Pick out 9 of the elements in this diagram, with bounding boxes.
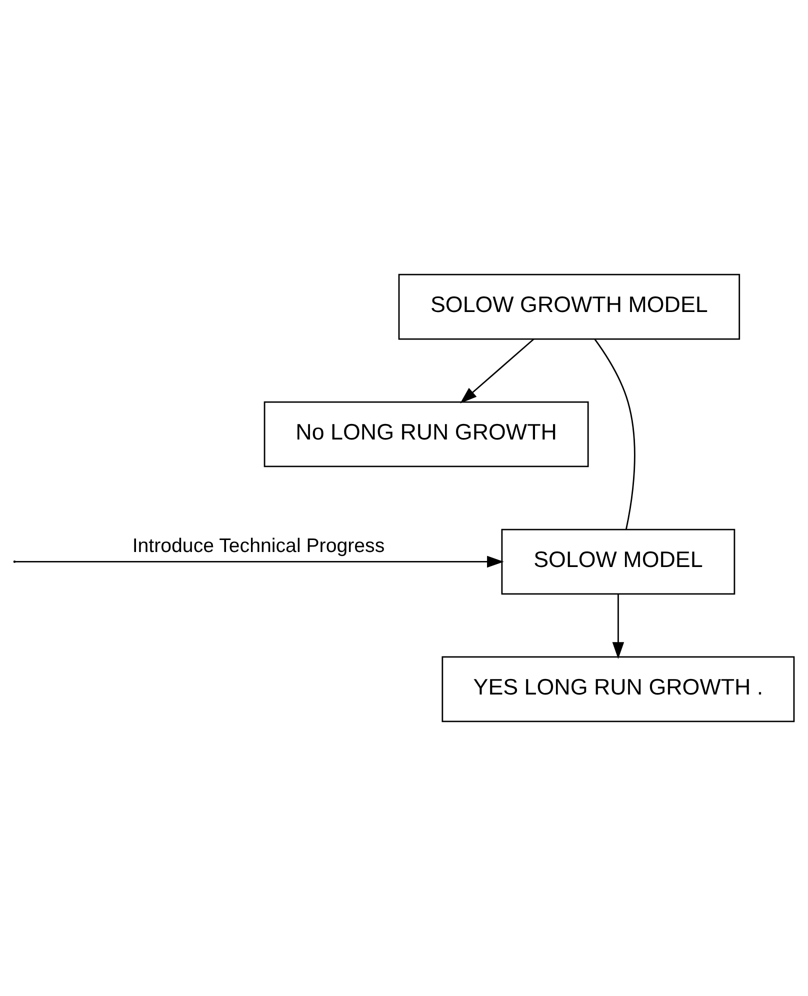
node-box: No LONG RUN GROWTH (264, 401, 589, 468)
arrow (460, 338, 534, 404)
edge-label: Introduce Technical Progress (132, 535, 385, 558)
node-box: SOLOW MODEL (501, 528, 736, 595)
arrow (16, 556, 504, 568)
node-box: SOLOW GROWTH MODEL (398, 274, 740, 340)
connector (594, 338, 636, 530)
arrow (612, 594, 624, 659)
node-box: YES LONG RUN GROWTH . (442, 656, 795, 722)
